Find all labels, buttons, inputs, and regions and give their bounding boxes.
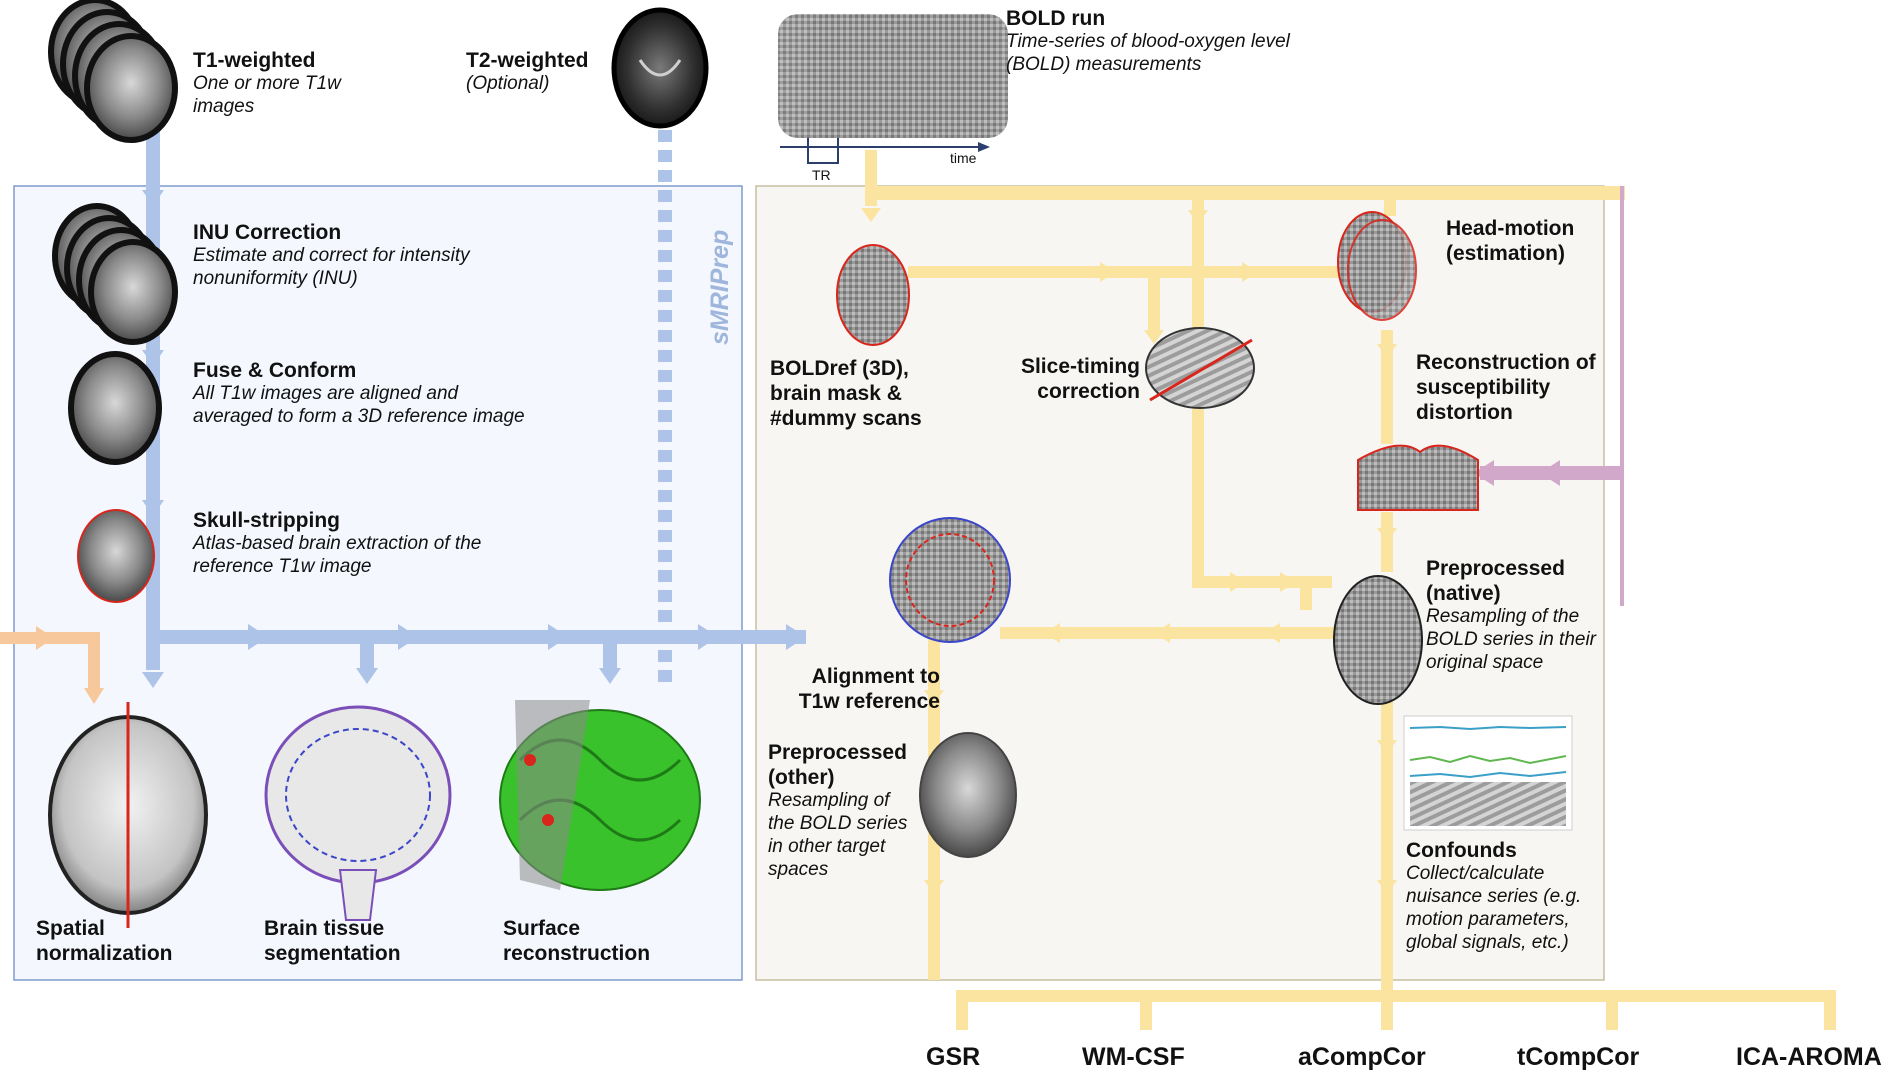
- alignment-image: [889, 517, 1011, 643]
- skull-desc: Atlas-based brain extraction of the refe…: [193, 533, 482, 577]
- output-tcompcor: tCompCor: [1517, 1043, 1640, 1071]
- skull-title: Skull-stripping: [193, 509, 340, 532]
- fieldmap-flow: [1474, 186, 1624, 606]
- tissue-segmentation-image: [264, 705, 452, 921]
- sdc-title: Reconstruction of susceptibility distort…: [1416, 351, 1596, 425]
- t2w-title: T2-weighted: [466, 49, 589, 72]
- other-title: Preprocessed (other): [768, 741, 907, 790]
- skullstripped-image: [77, 509, 155, 603]
- fuse-title: Fuse & Conform: [193, 359, 357, 382]
- slice-timing-image: [1145, 327, 1255, 409]
- t1w-label: T1-weighted One or more T1w images: [193, 48, 393, 119]
- native-label: Preprocessed (native) Resampling of the …: [1426, 556, 1602, 675]
- tissue-title: Brain tissue segmentation: [264, 917, 401, 966]
- t1w-title: T1-weighted: [193, 49, 316, 72]
- motion-label: Head-motion (estimation): [1446, 216, 1596, 266]
- sdc-image: [1357, 444, 1479, 511]
- bold-time-axis-label: time: [950, 150, 977, 166]
- native-desc: Resampling of the BOLD series in their o…: [1426, 606, 1597, 673]
- confounds-title: Confounds: [1406, 839, 1517, 862]
- align-label: Alignment to T1w reference: [770, 664, 940, 714]
- bold-run-label: BOLD run Time-series of blood-oxygen lev…: [1006, 6, 1306, 77]
- spatial-label: Spatial normalization: [36, 916, 196, 966]
- surface-label: Surface reconstruction: [503, 916, 663, 966]
- surface-reconstruction-image: [499, 700, 701, 891]
- sdc-label: Reconstruction of susceptibility distort…: [1416, 350, 1596, 426]
- boldref-title: BOLDref (3D), brain mask & #dummy scans: [770, 357, 922, 431]
- inu-title: INU Correction: [193, 221, 342, 244]
- boldref-label: BOLDref (3D), brain mask & #dummy scans: [770, 356, 940, 432]
- fuse-label: Fuse & Conform All T1w images are aligne…: [193, 358, 533, 429]
- preprocessed-other-image: [919, 732, 1017, 858]
- fused-t1w-image: [68, 351, 162, 465]
- slice-label: Slice-timing correction: [1000, 354, 1140, 404]
- boldref-image: [836, 244, 910, 346]
- confounds-plot-image: [1403, 715, 1573, 831]
- inu-stack-image: [52, 203, 178, 345]
- inu-desc: Estimate and correct for intensity nonun…: [193, 245, 470, 289]
- t1w-stack-image: [48, 0, 178, 143]
- functional-flow: [861, 150, 1836, 1030]
- confounds-label: Confounds Collect/calculate nuisance ser…: [1406, 838, 1602, 954]
- output-wm-csf: WM-CSF: [1082, 1043, 1185, 1071]
- native-title: Preprocessed (native): [1426, 557, 1565, 606]
- surface-title: Surface reconstruction: [503, 917, 651, 966]
- spatial-title: Spatial normalization: [36, 917, 173, 966]
- fuse-desc: All T1w images are aligned and averaged …: [193, 383, 525, 427]
- t2w-image: [611, 7, 709, 129]
- head-motion-image: [1337, 211, 1417, 321]
- output-gsr: GSR: [926, 1043, 981, 1071]
- bold-run-stack-image: [778, 14, 1008, 164]
- bold-tr-label: TR: [812, 167, 831, 183]
- motion-title: Head-motion (estimation): [1446, 217, 1575, 266]
- other-desc: Resampling of the BOLD series in other t…: [768, 790, 908, 880]
- output-ica-aroma: ICA-AROMA: [1736, 1043, 1882, 1071]
- t2w-label: T2-weighted (Optional): [466, 48, 636, 96]
- t2w-desc: (Optional): [466, 73, 550, 95]
- other-label: Preprocessed (other) Resampling of the B…: [768, 740, 918, 882]
- tissue-label: Brain tissue segmentation: [264, 916, 424, 966]
- slice-title: Slice-timing correction: [1020, 355, 1140, 404]
- template-flow: [0, 626, 104, 704]
- bold-run-desc: Time-series of blood-oxygen level (BOLD)…: [1006, 31, 1290, 75]
- align-title: Alignment to T1w reference: [798, 665, 940, 714]
- skull-label: Skull-stripping Atlas-based brain extrac…: [193, 508, 483, 579]
- output-acompcor: aCompCor: [1298, 1043, 1426, 1071]
- spatial-normalization-image: [48, 702, 208, 928]
- preprocessed-native-image: [1333, 575, 1423, 705]
- bold-run-title: BOLD run: [1006, 7, 1106, 30]
- inu-label: INU Correction Estimate and correct for …: [193, 220, 493, 291]
- smriprep-label: sMRIPrep: [706, 229, 734, 345]
- confounds-desc: Collect/calculate nuisance series (e.g. …: [1406, 863, 1582, 953]
- t1w-desc: One or more T1w images: [193, 73, 341, 117]
